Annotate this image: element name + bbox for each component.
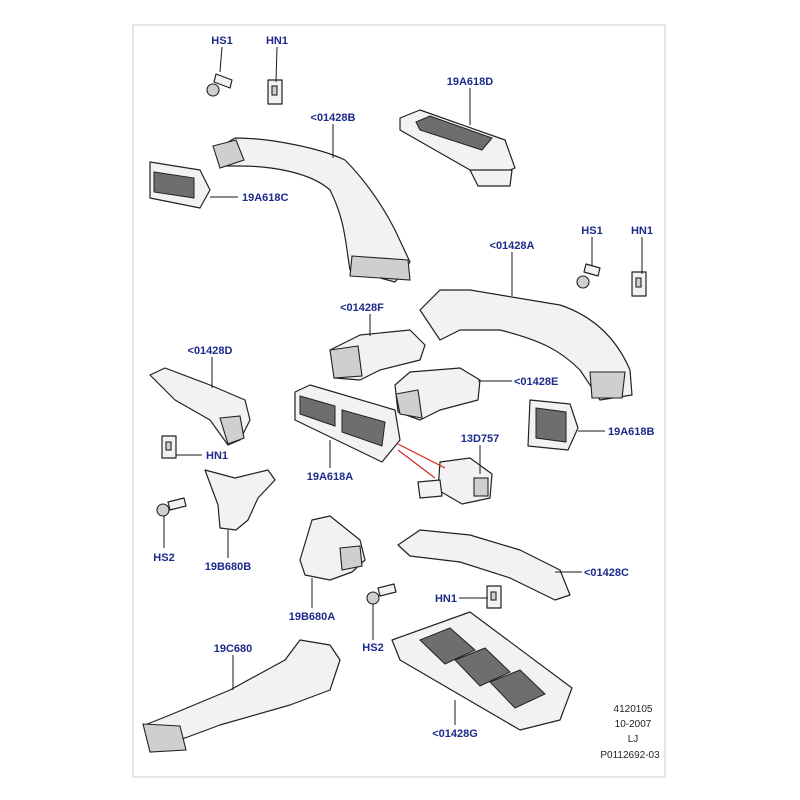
label-19a618d: 19A618D xyxy=(447,76,494,88)
label-hs2-lower: HS2 xyxy=(362,642,383,654)
clip-hn1-lower xyxy=(486,585,502,609)
label-19a618b: 19A618B xyxy=(608,426,655,438)
label-01428b: <01428B xyxy=(311,112,356,124)
screw-hs1-top xyxy=(206,73,233,97)
label-hn1-right: HN1 xyxy=(631,225,653,237)
duct-01428a xyxy=(419,289,633,401)
label-hn1-top: HN1 xyxy=(266,35,288,47)
red-leader-lower xyxy=(397,449,436,479)
clip-hn1-top xyxy=(267,79,283,105)
label-hn1-lower: HN1 xyxy=(435,593,457,605)
footer-date: 10-2007 xyxy=(615,719,652,730)
duct-01428d xyxy=(149,367,251,446)
vent-19a618b xyxy=(527,399,579,451)
diagram-frame xyxy=(132,24,666,778)
label-19b680b: 19B680B xyxy=(205,561,252,573)
label-hs2-left: HS2 xyxy=(153,552,174,564)
duct-01428e xyxy=(394,367,481,421)
label-01428e: <01428E xyxy=(514,376,558,388)
label-hn1-left: HN1 xyxy=(206,450,228,462)
vent-19a618c xyxy=(149,161,211,209)
duct-01428f xyxy=(329,329,426,381)
label-01428c: <01428C xyxy=(584,567,629,579)
vent-19a618a xyxy=(294,384,401,463)
vent-19a618d xyxy=(399,109,516,187)
label-19c680: 19C680 xyxy=(214,643,253,655)
label-hs1-top: HS1 xyxy=(211,35,232,47)
footer-initials: LJ xyxy=(628,734,639,745)
screw-hs1-right xyxy=(576,263,601,289)
label-13d757: 13D757 xyxy=(461,433,500,445)
label-hs1-right: HS1 xyxy=(581,225,602,237)
label-01428d: <01428D xyxy=(188,345,233,357)
clip-hn1-left xyxy=(161,435,177,459)
red-leader-upper xyxy=(397,443,446,469)
screw-hs2-lower xyxy=(366,583,397,605)
duct-01428b xyxy=(212,137,411,283)
duct-19b680b xyxy=(204,469,276,531)
label-01428g: <01428G xyxy=(432,728,478,740)
leader-lines xyxy=(163,46,643,725)
label-01428f: <01428F xyxy=(340,302,384,314)
clip-hn1-right xyxy=(631,271,647,297)
tray-01428g xyxy=(391,611,573,731)
label-19a618c: 19A618C xyxy=(242,192,289,204)
label-19a618a: 19A618A xyxy=(307,471,354,483)
actuator-13d757 xyxy=(417,457,493,505)
label-19b680a: 19B680A xyxy=(289,611,336,623)
duct-01428c xyxy=(397,529,571,601)
duct-19b680a xyxy=(299,515,366,581)
label-01428a: <01428A xyxy=(490,240,535,252)
footer-reference: P0112692-03 xyxy=(600,750,660,761)
duct-19c680 xyxy=(142,639,341,753)
screw-hs2-left xyxy=(156,497,187,517)
footer-code: 4120105 xyxy=(614,704,653,715)
